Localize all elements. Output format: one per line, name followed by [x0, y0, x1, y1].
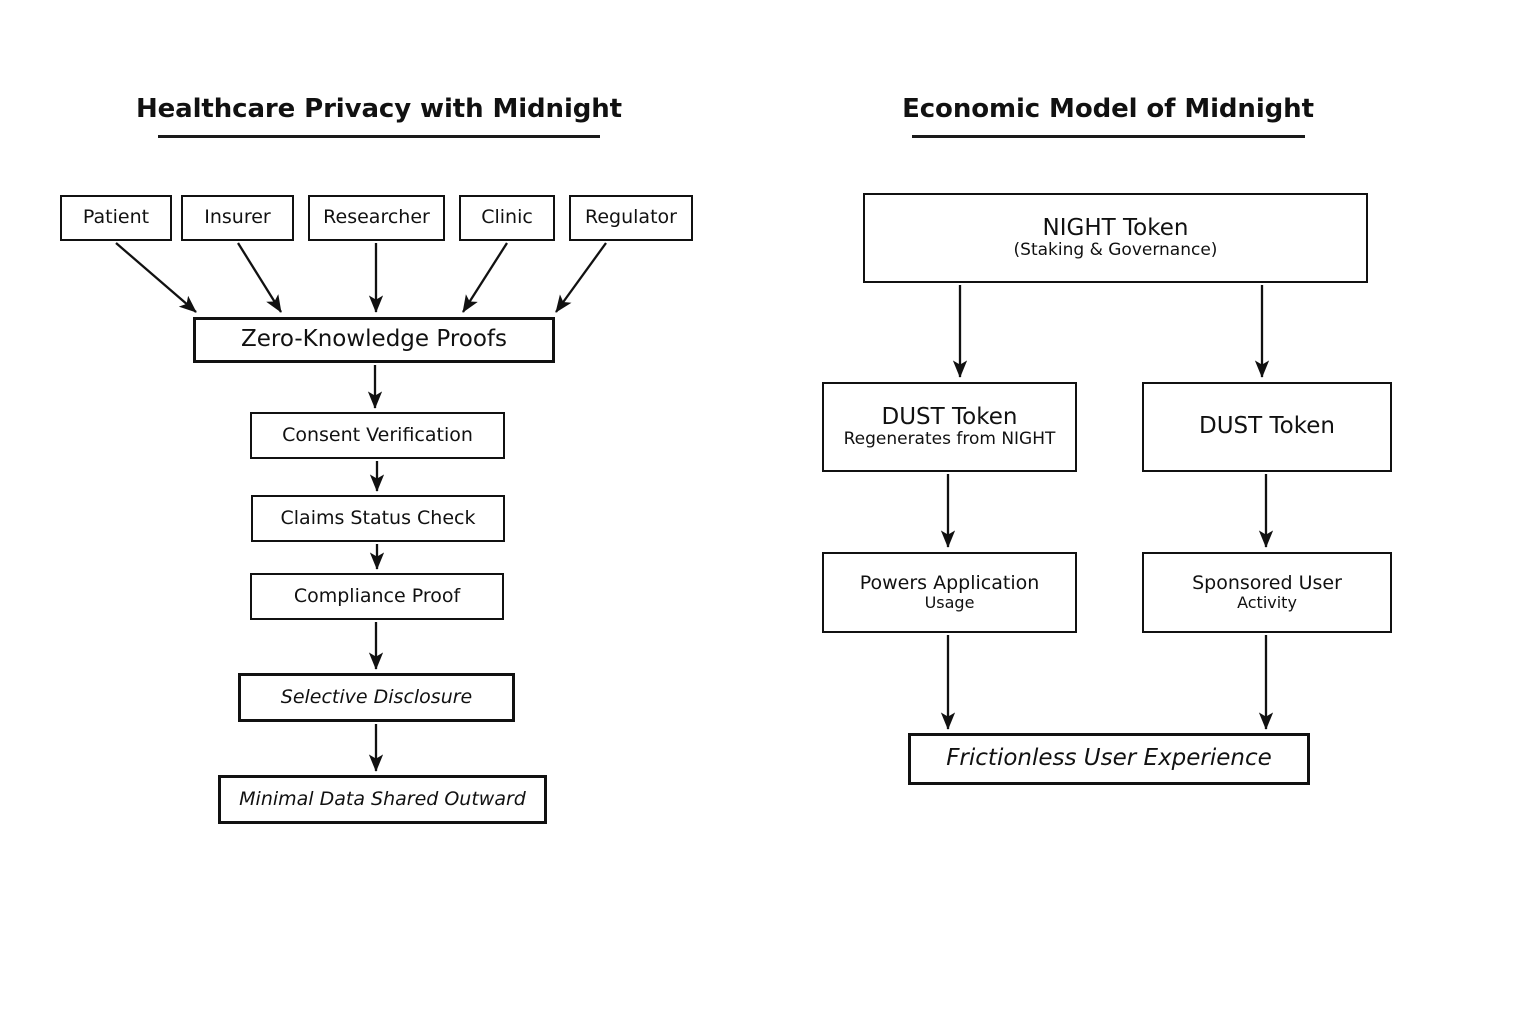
- node-label-primary: NIGHT Token: [1042, 214, 1189, 241]
- edge-clinic-to-zkp: [462, 242, 508, 313]
- node-label-primary: Sponsored User: [1192, 571, 1342, 594]
- node-insurer[interactable]: Insurer: [181, 195, 294, 241]
- node-researcher[interactable]: Researcher: [308, 195, 445, 241]
- node-minimal[interactable]: Minimal Data Shared Outward: [218, 775, 547, 824]
- node-label-primary: Compliance Proof: [293, 584, 461, 607]
- node-clinic[interactable]: Clinic: [459, 195, 555, 241]
- node-label-secondary: (Staking & Governance): [1013, 240, 1218, 261]
- node-label-primary: Patient: [82, 206, 150, 229]
- node-consent[interactable]: Consent Verification: [250, 412, 505, 459]
- panel-title-healthcare: Healthcare Privacy with Midnight: [135, 94, 623, 124]
- node-patient[interactable]: Patient: [60, 195, 172, 241]
- node-label-primary: Selective Disclosure: [280, 685, 473, 708]
- arrow-connectors: [115, 242, 1274, 772]
- node-label-primary: Claims Status Check: [280, 506, 476, 529]
- node-label-secondary: Usage: [924, 593, 975, 613]
- edge-regulator-to-zkp: [555, 242, 607, 313]
- edge-insurer-to-zkp: [237, 242, 282, 313]
- panel-title-underline-economic: [912, 135, 1305, 138]
- node-label-primary: Researcher: [323, 206, 430, 229]
- node-label-primary: Powers Application: [859, 571, 1040, 594]
- node-frictionless[interactable]: Frictionless User Experience: [908, 733, 1310, 785]
- node-regulator[interactable]: Regulator: [569, 195, 693, 241]
- node-label-primary: DUST Token: [881, 403, 1018, 430]
- edge-patient-to-zkp: [115, 242, 197, 313]
- node-label-primary: Regulator: [585, 206, 677, 229]
- panel-title-economic: Economic Model of Midnight: [902, 94, 1314, 124]
- node-night[interactable]: NIGHT Token(Staking & Governance): [863, 193, 1368, 283]
- node-label-primary: Frictionless User Experience: [946, 745, 1272, 772]
- node-claims[interactable]: Claims Status Check: [251, 495, 505, 542]
- node-zkp[interactable]: Zero-Knowledge Proofs: [193, 317, 555, 363]
- node-label-primary: Insurer: [204, 206, 271, 229]
- node-label-primary: Clinic: [481, 206, 533, 229]
- node-label-secondary: Regenerates from NIGHT: [843, 429, 1056, 450]
- node-dust-right[interactable]: DUST Token: [1142, 382, 1392, 472]
- panel-title-underline-healthcare: [158, 135, 600, 138]
- node-disclosure[interactable]: Selective Disclosure: [238, 673, 515, 722]
- node-compliance[interactable]: Compliance Proof: [250, 573, 504, 620]
- node-label-secondary: Activity: [1237, 593, 1297, 613]
- node-label-primary: Minimal Data Shared Outward: [239, 787, 526, 810]
- node-label-primary: DUST Token: [1199, 413, 1335, 440]
- node-label-primary: Consent Verification: [282, 423, 473, 446]
- node-label-primary: Zero-Knowledge Proofs: [240, 326, 508, 353]
